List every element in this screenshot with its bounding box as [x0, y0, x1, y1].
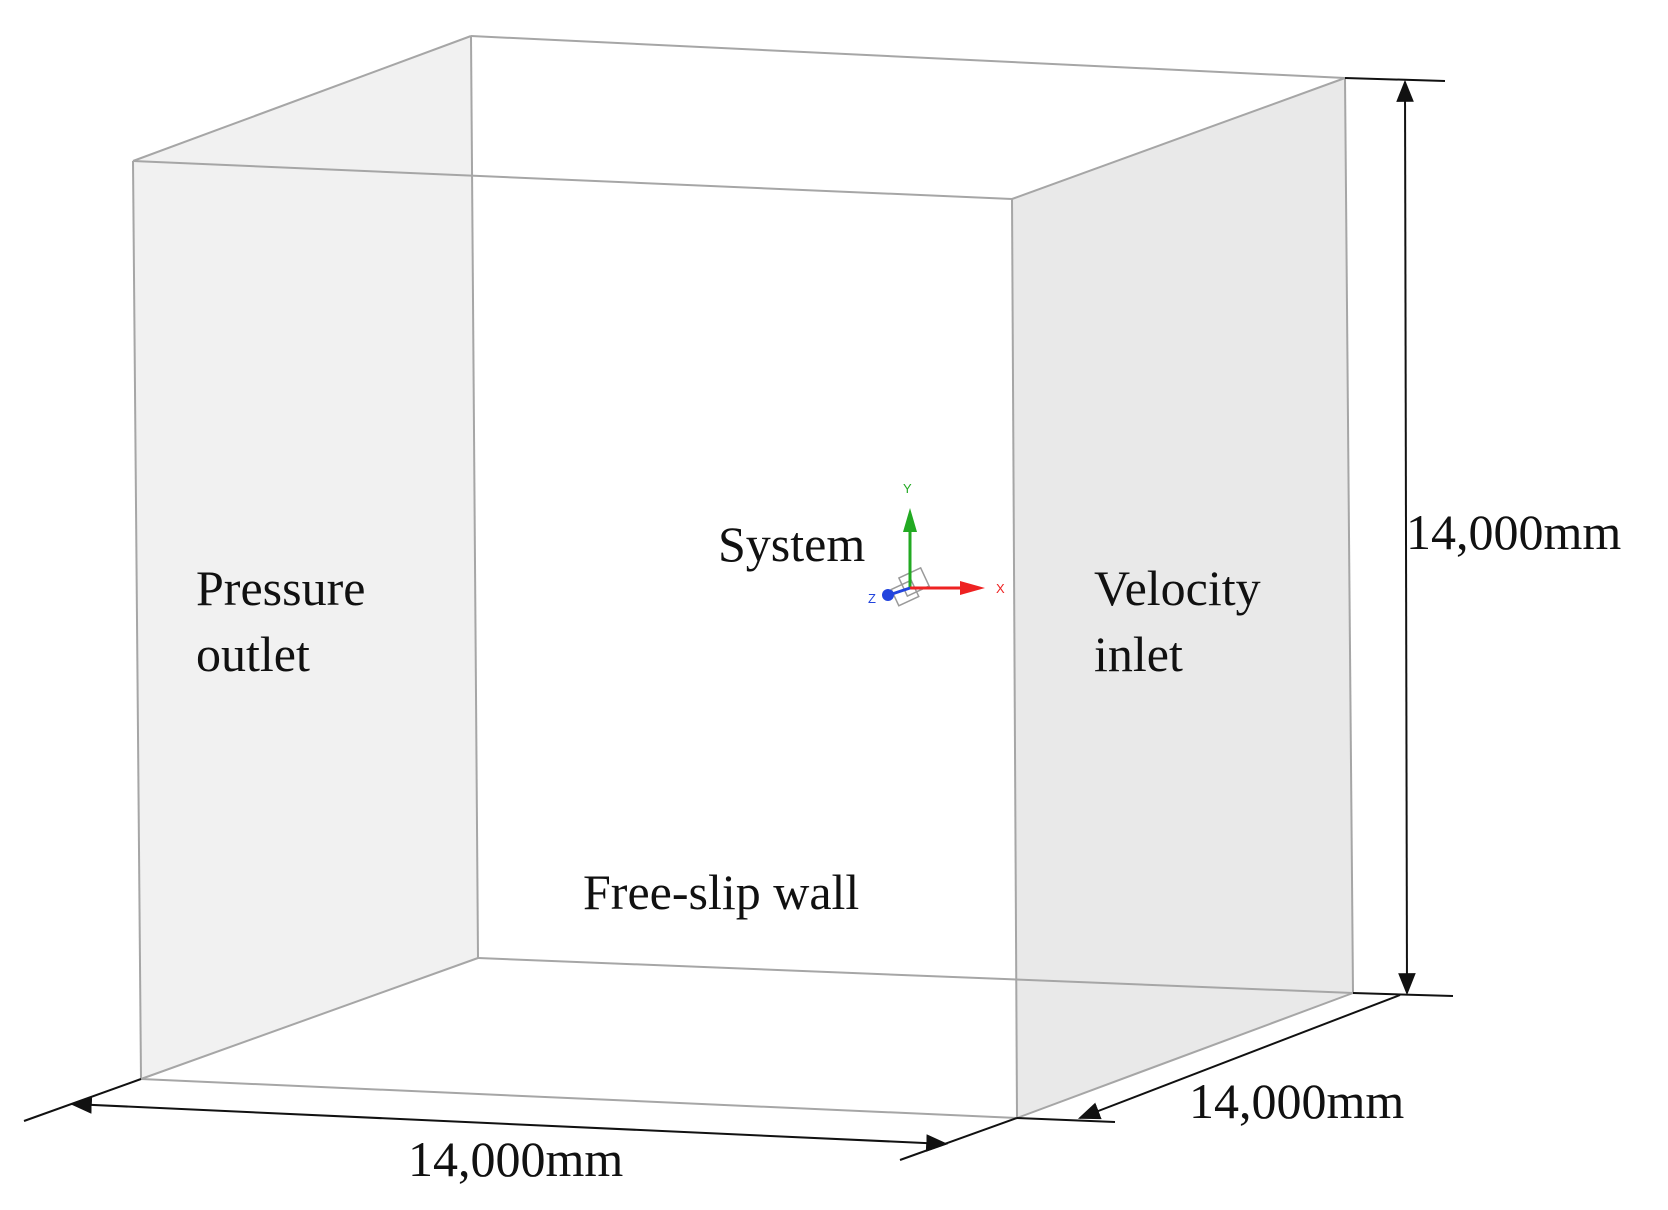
height-dimension-line — [1396, 79, 1416, 996]
front-top-edge — [132, 160, 1013, 200]
depth-extension-front — [1016, 1117, 1116, 1123]
z-axis-line — [891, 586, 911, 596]
bottom-left-edge — [140, 957, 479, 1080]
pressure-outlet-label-line1: Pressure — [196, 560, 366, 616]
system-label: System — [718, 516, 866, 572]
depth-dimension-line — [1077, 994, 1401, 1120]
back-right-edge — [1344, 77, 1354, 994]
height-dimension-label: 14,000mm — [1406, 504, 1622, 560]
front-bottom-edge — [140, 1078, 1018, 1119]
depth-dimension-label: 14,000mm — [1189, 1073, 1405, 1129]
front-right-edge — [1011, 198, 1018, 1119]
x-axis-arrow — [960, 581, 985, 595]
width-dimension — [23, 1078, 1018, 1161]
velocity-inlet-label-line2: inlet — [1094, 626, 1183, 682]
height-dimension — [1344, 77, 1454, 997]
free-slip-wall-label: Free-slip wall — [583, 864, 860, 920]
bottom-right-edge — [1016, 992, 1354, 1119]
height-extension-bottom — [1352, 992, 1454, 997]
axis-x-letter: X — [996, 581, 1005, 596]
width-extension-left — [23, 1078, 142, 1122]
back-left-edge — [470, 35, 479, 959]
coordinate-triad: Y X Z — [868, 481, 1005, 607]
velocity-inlet-label-line1: Velocity — [1094, 560, 1261, 616]
z-axis-dot — [882, 589, 894, 601]
y-axis-arrow — [903, 508, 917, 532]
top-left-edge — [132, 35, 472, 162]
height-extension-top — [1344, 77, 1446, 82]
width-extension-right — [899, 1117, 1018, 1161]
width-dimension-line — [69, 1096, 949, 1152]
top-right-edge — [1011, 77, 1346, 200]
back-bottom-edge — [477, 957, 1354, 994]
pressure-outlet-label-line2: outlet — [196, 626, 310, 682]
depth-dimension — [1016, 994, 1401, 1123]
velocity-inlet-face — [1012, 78, 1353, 1118]
front-left-edge — [132, 160, 142, 1080]
axis-z-letter: Z — [868, 591, 876, 606]
back-top-edge — [470, 35, 1346, 79]
axis-y-letter: Y — [903, 481, 912, 496]
pressure-outlet-face — [133, 36, 478, 1079]
width-dimension-label: 14,000mm — [408, 1131, 624, 1187]
